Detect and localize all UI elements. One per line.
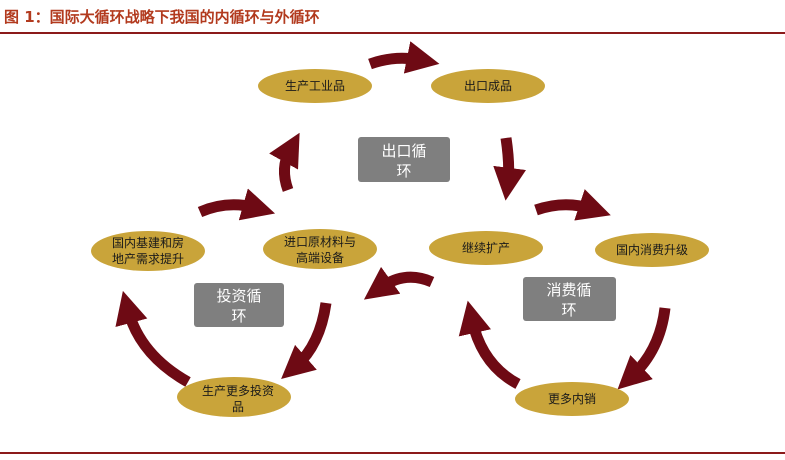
svg-text:环: 环 bbox=[561, 301, 576, 319]
svg-text:出口循: 出口循 bbox=[381, 142, 426, 160]
arrow-expansion-to-import bbox=[363, 266, 435, 300]
node-produce-industrial: 生产工业品 bbox=[258, 69, 372, 103]
svg-text:继续扩产: 继续扩产 bbox=[462, 241, 510, 255]
svg-text:投资循: 投资循 bbox=[216, 287, 261, 305]
arrow-infra-to-import bbox=[197, 188, 276, 221]
arrow-import-to-produce bbox=[269, 132, 300, 192]
svg-text:国内消费升级: 国内消费升级 bbox=[616, 243, 688, 257]
svg-text:进口原材料与: 进口原材料与 bbox=[284, 235, 356, 249]
node-infra-property-demand: 国内基建和房 地产需求提升 bbox=[91, 231, 205, 271]
svg-text:高端设备: 高端设备 bbox=[296, 250, 344, 265]
node-domestic-consumption-upgrade: 国内消费升级 bbox=[595, 233, 709, 267]
arrow-import-to-investment bbox=[281, 302, 332, 380]
svg-text:环: 环 bbox=[396, 162, 411, 180]
cycle-consumption-box: 消费循 环 bbox=[523, 277, 616, 321]
svg-text:环: 环 bbox=[231, 307, 246, 325]
svg-text:更多内销: 更多内销 bbox=[548, 392, 596, 406]
arrow-produce-to-export bbox=[368, 41, 440, 74]
svg-text:出口成品: 出口成品 bbox=[464, 79, 512, 93]
svg-text:地产需求提升: 地产需求提升 bbox=[112, 251, 184, 266]
svg-text:生产工业品: 生产工业品 bbox=[285, 79, 345, 93]
arrow-export-to-upgrade-down bbox=[493, 137, 527, 201]
cycle-export-box: 出口循 环 bbox=[358, 137, 450, 182]
svg-text:生产更多投资: 生产更多投资 bbox=[202, 383, 274, 398]
svg-text:国内基建和房: 国内基建和房 bbox=[112, 235, 184, 250]
arrow-sales-to-expansion bbox=[458, 300, 521, 389]
top-divider bbox=[0, 32, 785, 34]
svg-text:品: 品 bbox=[232, 400, 244, 414]
node-import-materials-equipment: 进口原材料与 高端设备 bbox=[263, 229, 377, 269]
bottom-divider bbox=[0, 452, 785, 454]
svg-text:消费循: 消费循 bbox=[546, 281, 591, 299]
node-continue-expansion: 继续扩产 bbox=[429, 231, 543, 265]
arrow-investment-to-infra bbox=[115, 290, 191, 387]
node-more-domestic-sales: 更多内销 bbox=[515, 382, 629, 416]
node-export-finished: 出口成品 bbox=[431, 69, 545, 103]
node-more-investment-goods: 生产更多投资 品 bbox=[177, 377, 291, 417]
figure-title: 图 1：国际大循环战略下我国的内循环与外循环 bbox=[4, 8, 320, 26]
arrow-export-to-upgrade-right bbox=[534, 189, 611, 221]
arrow-upgrade-to-sales bbox=[617, 307, 671, 390]
cycle-investment-box: 投资循 环 bbox=[194, 283, 284, 327]
